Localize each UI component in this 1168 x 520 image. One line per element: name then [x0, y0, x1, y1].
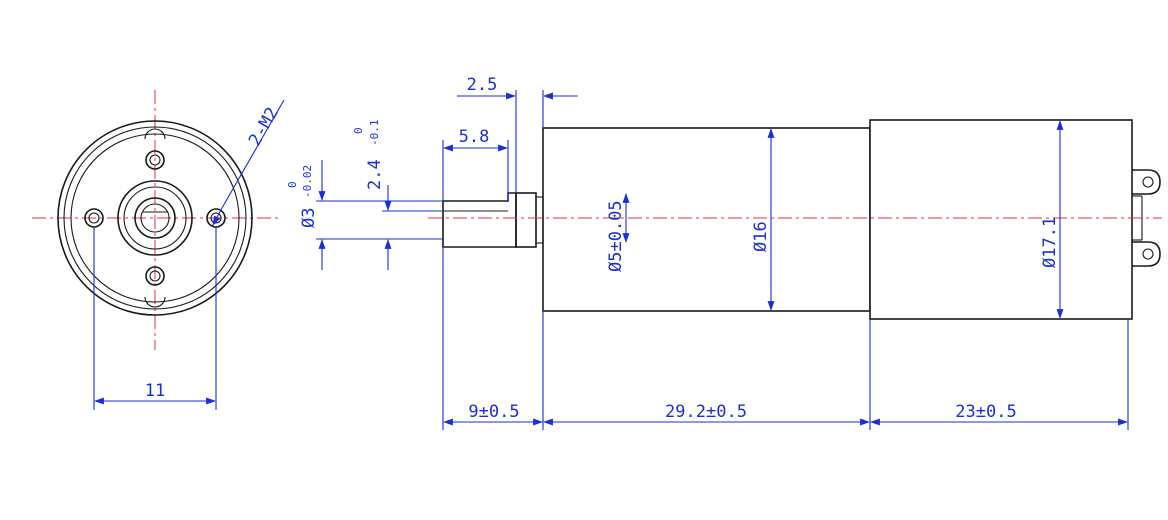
side-view: Ø3 0 -0.02 2.4 0 -0.1 5.8 2.5 Ø5±0.05 Ø1… [286, 75, 1162, 430]
shaft-diameter-tol-upper: 0 [286, 181, 299, 188]
gearbox-diameter-label: Ø16 [751, 221, 771, 252]
terminal-bottom-hole [1142, 248, 1154, 260]
boss-diameter-label: Ø5±0.05 [606, 200, 626, 272]
shaft-diameter-label: Ø3 [299, 208, 319, 228]
top-screw-hole [145, 150, 165, 170]
housing-rim-circle [63, 126, 247, 310]
bottom-screw-hole-inner [149, 270, 161, 282]
front-view: 2-M2 11 [32, 90, 285, 410]
motor-diameter-label: Ø17.1 [1040, 217, 1060, 268]
hub-outer-circle [117, 180, 193, 256]
motor-length-label: 23±0.5 [955, 402, 1016, 422]
terminal-bottom [1132, 241, 1161, 267]
top-screw-hole-inner [149, 154, 161, 166]
housing-outer-circle [57, 120, 253, 316]
housing-inner-circle [70, 133, 240, 303]
terminal-top-hole [1142, 176, 1154, 188]
flat-height-tol-lower: -0.1 [368, 120, 381, 147]
m2-leader-arrow [212, 207, 223, 226]
hole-spacing-label: 11 [145, 381, 165, 401]
flat-height-label: 2.4 [365, 159, 385, 190]
flat-height-tol-upper: 0 [352, 127, 365, 134]
output-shaft [442, 192, 517, 248]
left-m2-hole-inner [88, 212, 100, 224]
boss-circle [134, 197, 176, 239]
flat-length-label: 5.8 [459, 127, 490, 147]
terminal-top [1132, 169, 1161, 195]
bottom-lobe [144, 296, 166, 308]
gearbox-length-label: 29.2±0.5 [665, 402, 747, 422]
gearbox-body [542, 127, 871, 312]
motor-body [869, 119, 1133, 320]
bottom-screw-hole [145, 266, 165, 286]
shaft-diameter-tol-lower: -0.02 [301, 165, 314, 198]
m2-hole-label: 2-M2 [245, 104, 283, 149]
shaft-length-label: 9±0.5 [468, 402, 519, 422]
top-lobe [144, 128, 166, 140]
boss-length-label: 2.5 [467, 75, 498, 95]
shaft-circle [140, 203, 170, 233]
hub-ring-circle [123, 186, 187, 250]
m2-leader-line [221, 99, 285, 209]
boss-collar [535, 196, 544, 244]
output-boss [515, 192, 537, 248]
